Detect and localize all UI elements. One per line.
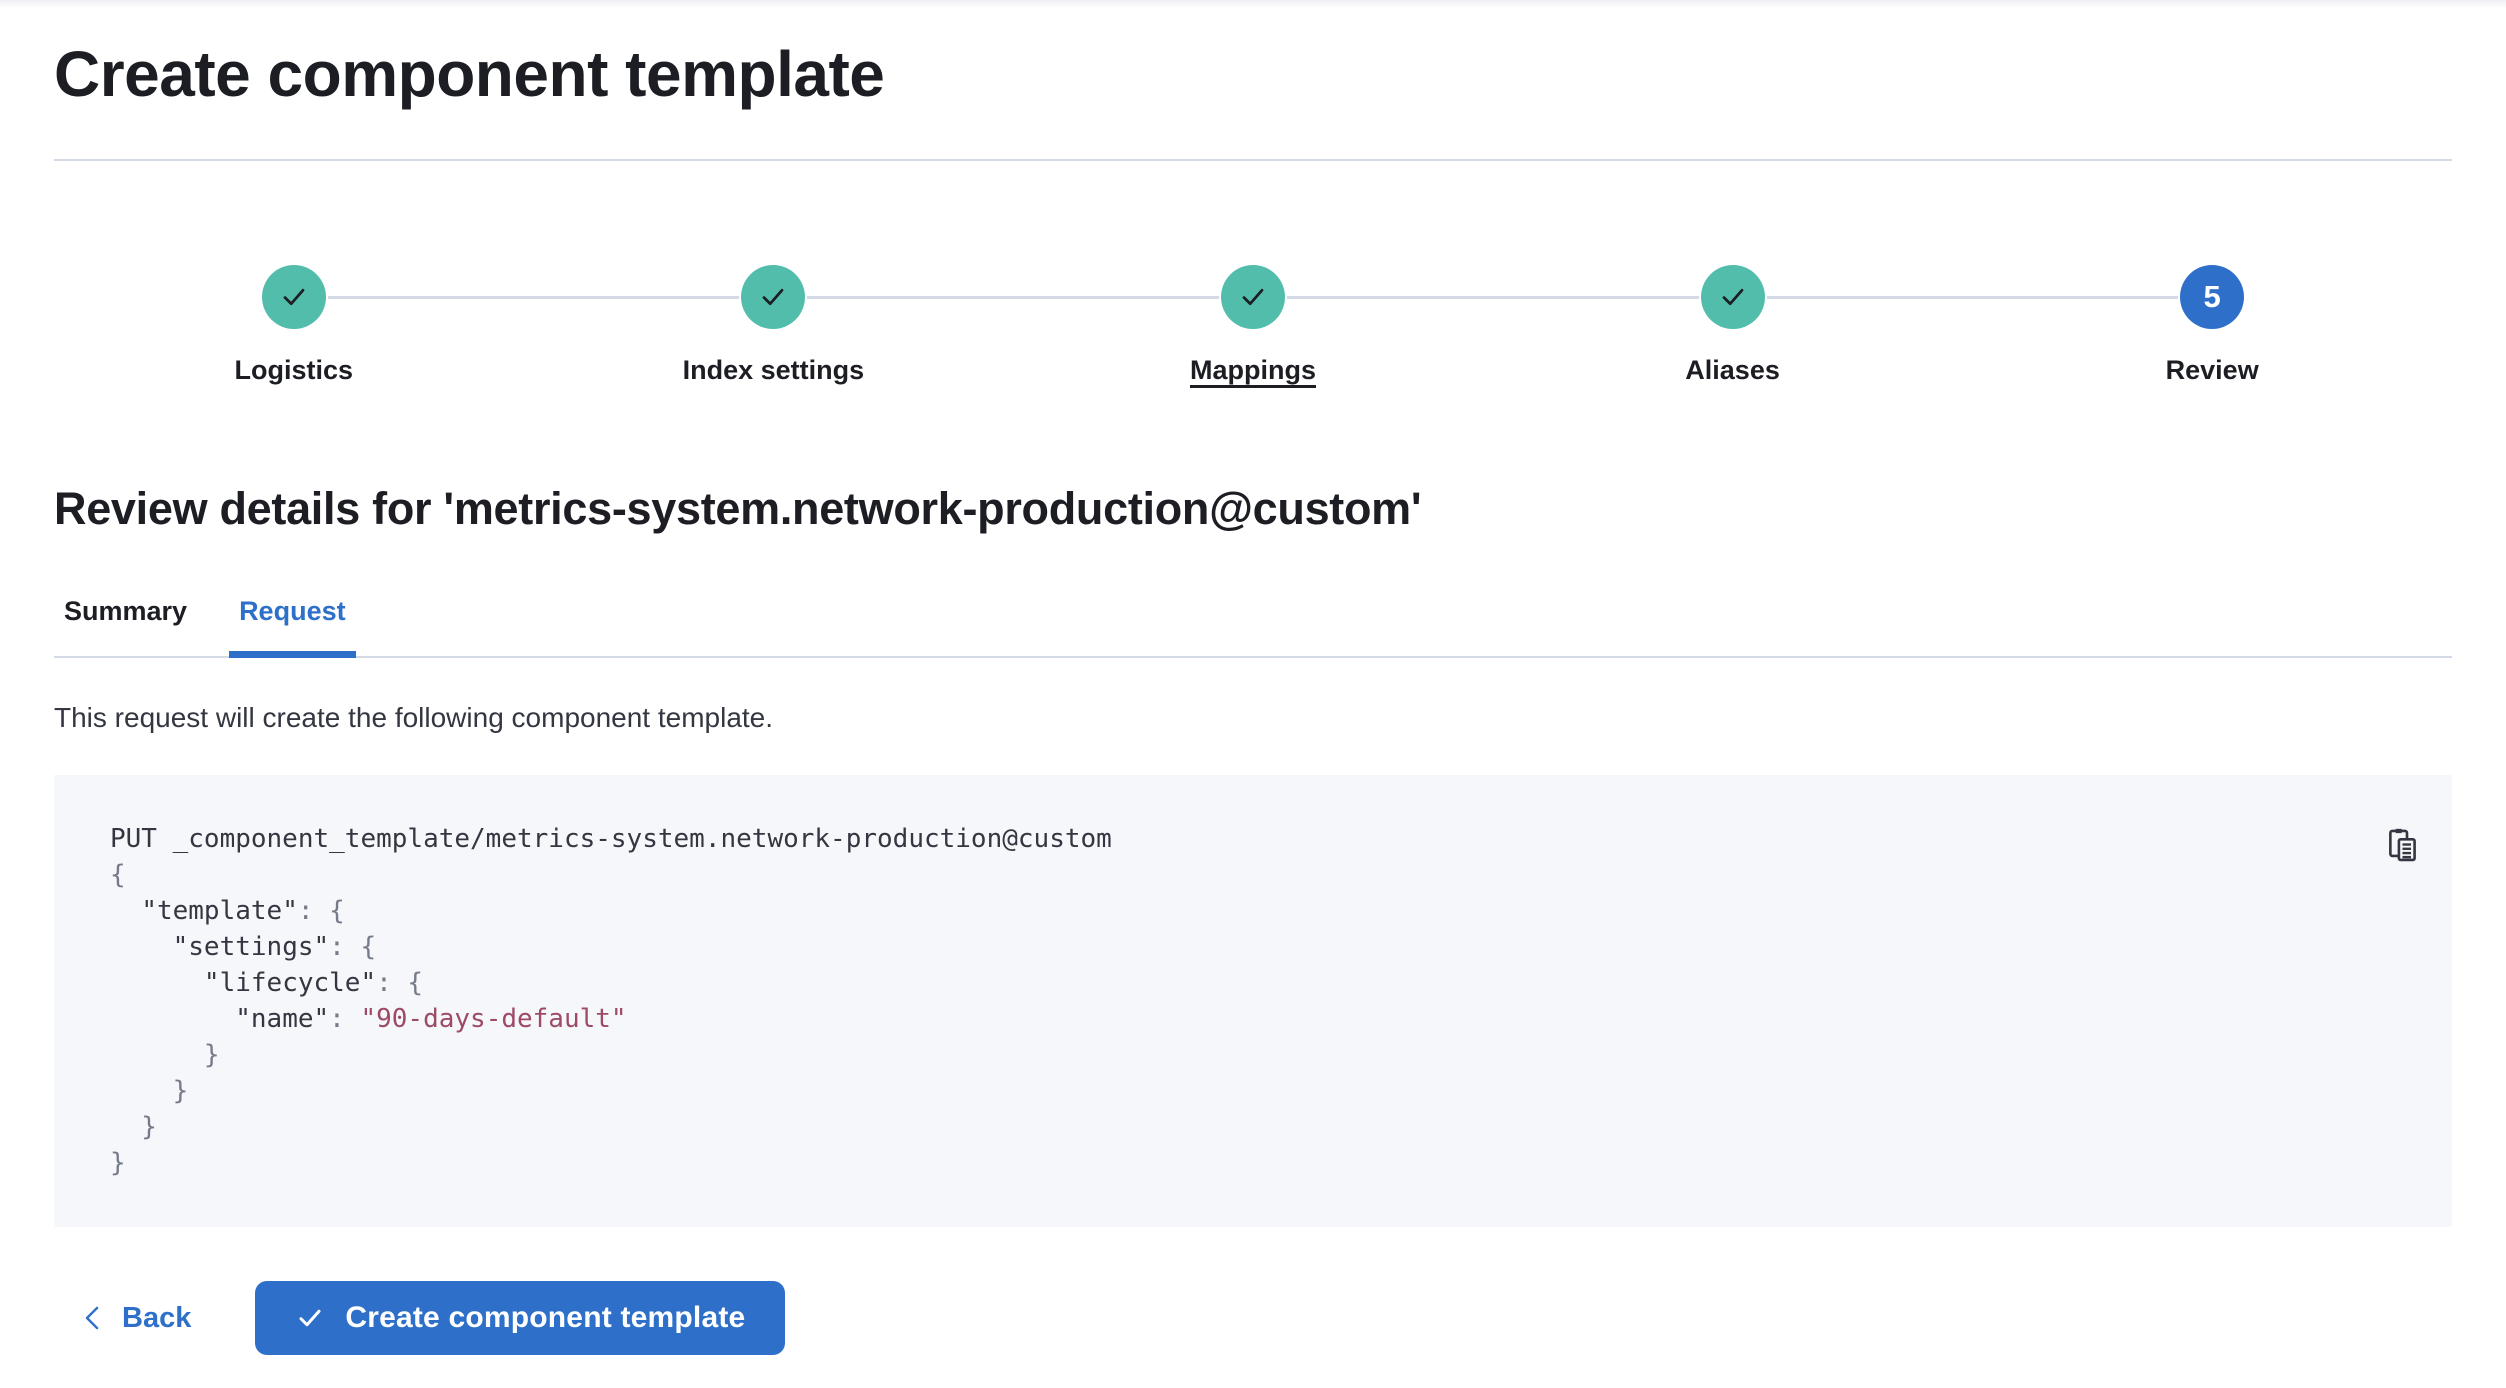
copy-clipboard-icon: [2389, 828, 2416, 862]
step-current-circle: 5: [2180, 264, 2245, 329]
request-description: This request will create the following c…: [54, 701, 774, 733]
back-button[interactable]: Back: [54, 1302, 217, 1335]
step-label: Review: [2165, 354, 2259, 385]
tab-request[interactable]: Request: [229, 580, 356, 658]
step-label: Logistics: [234, 354, 354, 385]
check-icon: [1242, 288, 1264, 305]
create-component-template-button[interactable]: Create component template: [255, 1281, 786, 1356]
request-code: PUT _component_template/metrics-system.n…: [110, 821, 2332, 1181]
request-code-block: PUT _component_template/metrics-system.n…: [54, 775, 2452, 1228]
code-line: {: [110, 860, 126, 891]
review-heading: Review details for 'metrics-system.netwo…: [54, 482, 1422, 534]
check-icon: [299, 1309, 321, 1327]
copy-button[interactable]: [2382, 825, 2422, 865]
check-icon: [283, 288, 305, 305]
chevron-left-icon: [85, 1306, 99, 1330]
step-complete-circle: [1700, 264, 1765, 329]
create-label: Create component template: [345, 1301, 746, 1335]
step-mappings[interactable]: Mappings: [1013, 264, 1493, 388]
step-label: Aliases: [1685, 354, 1780, 385]
step-complete-circle: [261, 264, 326, 329]
code-line: "template": {: [141, 896, 345, 927]
step-complete-circle: [1220, 264, 1285, 329]
check-icon: [762, 288, 784, 305]
check-icon: [1722, 288, 1743, 305]
code-line: "name": "90-days-default": [235, 1004, 627, 1035]
step-logistics[interactable]: Logistics: [54, 264, 534, 388]
code-line: }: [110, 1076, 189, 1107]
create-component-template-page: Create component template Logistics Index…: [0, 0, 2506, 1356]
step-aliases[interactable]: Aliases: [1492, 264, 1973, 388]
code-line: PUT _component_template/metrics-system.n…: [110, 824, 1112, 855]
tabs: Summary Request: [54, 580, 2452, 658]
code-line: }: [110, 1040, 220, 1071]
step-label: Mappings: [1189, 354, 1316, 385]
code-line: "settings": {: [172, 932, 377, 963]
step-complete-circle: [741, 264, 806, 329]
top-edge-shadow: [0, 0, 2506, 8]
step-label: Index settings: [682, 354, 865, 385]
code-line: }: [110, 1112, 157, 1143]
page-title: Create component template: [54, 38, 885, 110]
code-line: }: [110, 1148, 126, 1179]
back-label: Back: [122, 1301, 192, 1334]
wizard-footer: Back Create component template: [54, 1281, 2452, 1356]
title-divider: [54, 158, 2452, 161]
code-line: "lifecycle": {: [203, 968, 424, 999]
step-index-settings[interactable]: Index settings: [533, 264, 1014, 388]
tab-summary[interactable]: Summary: [64, 595, 188, 626]
